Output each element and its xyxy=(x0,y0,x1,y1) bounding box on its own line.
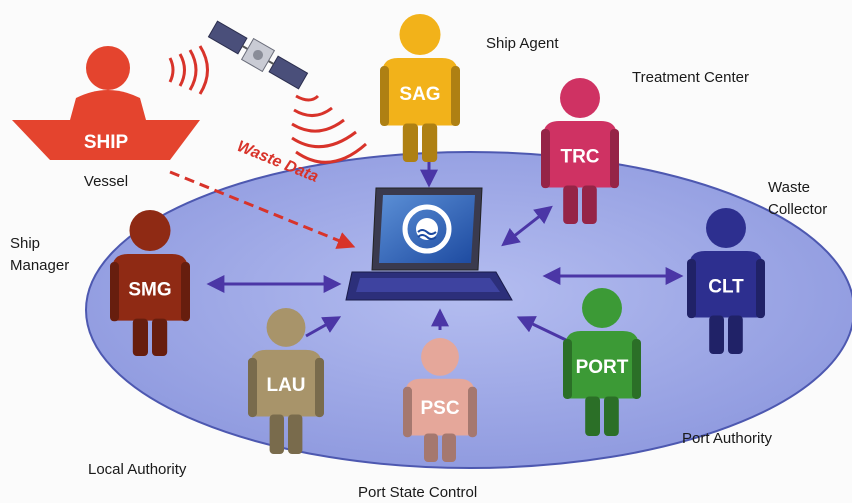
actor-ship: SHIP xyxy=(12,46,200,160)
lau-left-leg xyxy=(269,414,284,454)
port-head xyxy=(582,288,622,328)
clt-label-line1: Waste xyxy=(768,179,810,196)
psc-head xyxy=(421,338,459,376)
sag-left-arm xyxy=(380,66,389,127)
clt-head xyxy=(706,208,746,248)
arrow-lau-to-laptop xyxy=(305,316,342,338)
sag-label: Ship Agent xyxy=(486,35,559,52)
lau-right-leg xyxy=(288,414,303,454)
sag-right-arm xyxy=(451,66,460,127)
clt-body xyxy=(689,250,763,318)
trc-left-arm xyxy=(541,128,550,189)
actor-clt: CLT xyxy=(687,208,765,354)
sag-code: SAG xyxy=(399,84,440,105)
water-at-logo-icon xyxy=(402,204,452,254)
psc-body xyxy=(405,378,475,436)
smg-left-leg xyxy=(132,318,148,356)
port-left-leg xyxy=(585,396,600,436)
arrow-trc-laptop xyxy=(501,205,553,247)
lau-head xyxy=(266,308,306,347)
trc-head xyxy=(560,78,600,118)
ship-hull xyxy=(12,120,200,160)
smg-right-leg xyxy=(152,318,168,356)
clt-left-arm xyxy=(687,258,696,319)
sag-right-leg xyxy=(422,123,438,162)
ship-head xyxy=(86,46,130,90)
actor-smg: SMG xyxy=(110,210,190,356)
actor-lau: LAU xyxy=(248,308,324,454)
actor-sag: SAG xyxy=(380,14,460,162)
ship-label: Vessel xyxy=(84,173,128,190)
smg-body xyxy=(112,254,188,321)
lau-left-arm xyxy=(248,357,257,418)
trc-right-leg xyxy=(582,185,597,224)
psc-right-arm xyxy=(468,386,477,438)
lau-right-arm xyxy=(315,357,324,418)
waste-data-arrow xyxy=(169,170,356,249)
psc-right-leg xyxy=(442,433,456,462)
psc-code: PSC xyxy=(420,398,459,419)
clt-right-arm xyxy=(756,258,765,319)
clt-left-leg xyxy=(709,315,724,354)
lau-body xyxy=(250,349,322,417)
actor-trc: TRC xyxy=(541,78,619,224)
smg-label-line2: Manager xyxy=(10,257,69,274)
actor-port: PORT xyxy=(563,288,641,436)
clt-label-line2: Collector xyxy=(768,201,827,218)
arrow-port-to-laptop xyxy=(516,316,567,342)
smg-label-line1: Ship xyxy=(10,235,40,252)
lau-code: LAU xyxy=(266,375,305,396)
smg-code: SMG xyxy=(128,279,171,300)
smg-head xyxy=(129,210,171,252)
actor-psc: PSC xyxy=(403,338,477,462)
trc-left-leg xyxy=(563,185,578,224)
smg-right-arm xyxy=(181,262,190,322)
psc-left-arm xyxy=(403,386,412,438)
trc-right-arm xyxy=(610,128,619,189)
satellite-icon xyxy=(207,20,309,90)
signal-waves-icon xyxy=(168,45,367,164)
port-label: Port Authority xyxy=(682,430,773,447)
lau-label: Local Authority xyxy=(88,461,187,478)
trc-body xyxy=(543,120,617,188)
clt-right-leg xyxy=(728,315,743,354)
clt-code: CLT xyxy=(708,276,744,297)
port-right-arm xyxy=(632,338,641,399)
psc-left-leg xyxy=(424,433,438,462)
trc-label: Treatment Center xyxy=(632,69,749,86)
psc-label: Port State Control xyxy=(358,484,477,501)
ship-body xyxy=(70,90,146,120)
port-left-arm xyxy=(563,338,572,399)
sag-body xyxy=(382,58,458,126)
smg-left-arm xyxy=(110,262,119,322)
sag-head xyxy=(399,14,441,56)
port-code: PORT xyxy=(576,357,629,378)
port-right-leg xyxy=(604,396,619,436)
port-body xyxy=(565,330,639,399)
trc-code: TRC xyxy=(560,146,599,167)
sag-left-leg xyxy=(402,123,418,162)
ship-code: SHIP xyxy=(84,132,129,153)
